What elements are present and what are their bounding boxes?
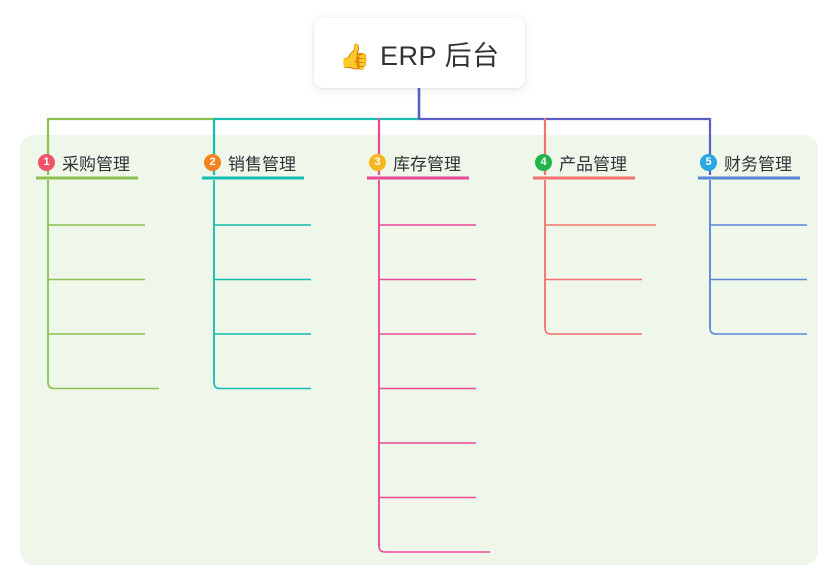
root-node-label: 👍 ERP 后台 [339, 34, 499, 73]
branch-header-1[interactable]: 1 采购管理 [38, 150, 130, 175]
branch-number-badge: 1 [38, 154, 55, 171]
branch-title: 产品管理 [559, 155, 627, 174]
branch-number-badge: 5 [700, 154, 717, 171]
thumbs-up-icon: 👍 [339, 42, 372, 71]
branch-title: 财务管理 [724, 155, 792, 174]
branch-header-3[interactable]: 3 库存管理 [369, 150, 461, 175]
branch-number-badge: 3 [369, 154, 386, 171]
root-node[interactable]: 👍 ERP 后台 [314, 18, 525, 88]
branch-title: 库存管理 [393, 155, 461, 174]
branch-title: 采购管理 [62, 155, 130, 174]
branch-header-5[interactable]: 5 财务管理 [700, 150, 792, 175]
branch-number-badge: 2 [204, 154, 221, 171]
root-node-text: ERP 后台 [380, 40, 500, 71]
branch-header-2[interactable]: 2 销售管理 [204, 150, 296, 175]
branches-panel [20, 135, 818, 565]
branch-number-badge: 4 [535, 154, 552, 171]
branch-header-4[interactable]: 4 产品管理 [535, 150, 627, 175]
branch-title: 销售管理 [228, 155, 296, 174]
